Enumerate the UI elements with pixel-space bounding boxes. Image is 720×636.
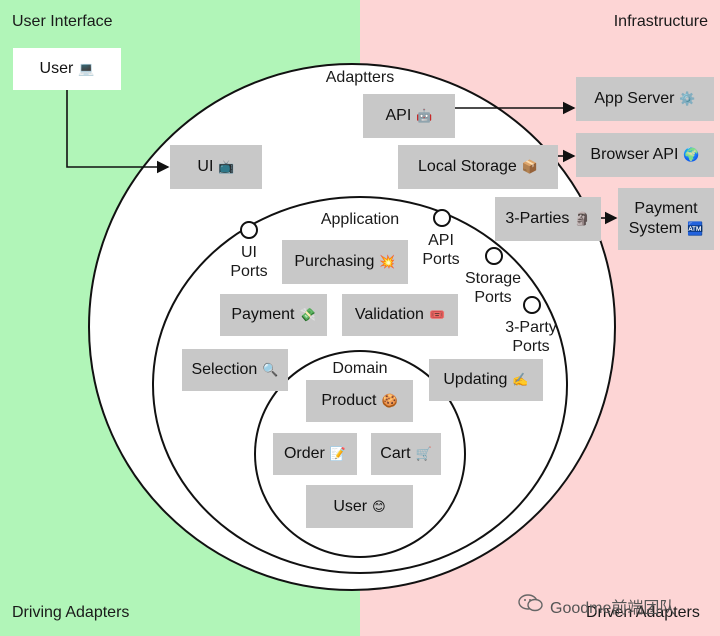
browser-api-label: Browser API [590, 146, 679, 163]
product-label: Product [321, 392, 377, 409]
smiling-face-icon: 😊 [372, 498, 386, 514]
wechat-icon [518, 594, 543, 612]
domain-ring-label: Domain [332, 360, 388, 377]
ui-adapter-label: UI [197, 158, 214, 175]
payment-box: Payment 💸 [220, 294, 327, 336]
api-ports-label: API Ports [422, 232, 460, 268]
local-storage-adapter-box: Local Storage 📦 [398, 145, 558, 189]
payment-system-box: Payment System 🏧 [618, 188, 714, 250]
gear-icon: ⚙️ [679, 91, 696, 106]
updating-box: Updating ✍️ [429, 359, 543, 401]
tv-icon: 📺 [218, 159, 235, 174]
memo-icon: 📝 [329, 446, 347, 461]
atm-icon: 🏧 [687, 221, 704, 236]
user-interface-label: User Interface [12, 13, 113, 30]
ticket-icon: 🎟️ [428, 307, 446, 322]
adapters-ring-label: Adaptters [325, 69, 395, 86]
laptop-icon: 💻 [78, 61, 95, 76]
local-storage-label: Local Storage [418, 158, 517, 175]
third-party-ports-label: 3-Party Ports [505, 319, 557, 355]
watermark-text: Goodme前端团队 [550, 600, 676, 617]
ui-ports-label: UI Ports [230, 244, 268, 280]
api-adapter-label: API [385, 107, 412, 124]
order-label: Order [283, 445, 325, 462]
driving-adapters-label: Driving Adapters [12, 604, 130, 621]
validation-label: Validation [354, 306, 424, 323]
user-box-label: User [39, 60, 74, 77]
writing-hand-icon: ✍️ [512, 372, 529, 387]
purchasing-label: Purchasing [294, 253, 375, 270]
user-box: User 💻 [13, 48, 121, 90]
purchasing-box: Purchasing 💥 [282, 240, 408, 284]
infrastructure-label: Infrastructure [613, 13, 708, 30]
browser-api-box: Browser API 🌍 [576, 133, 714, 177]
collision-icon: 💥 [379, 254, 396, 269]
payment-system-line1: Payment [634, 200, 698, 217]
app-server-box: App Server ⚙️ [576, 77, 714, 121]
product-box: Product 🍪 [306, 380, 413, 422]
cart-label: Cart [380, 445, 411, 462]
cookie-icon: 🍪 [381, 393, 398, 408]
package-icon: 📦 [521, 159, 538, 174]
cart-box: Cart 🛒 [371, 433, 441, 475]
validation-box: Validation 🎟️ [342, 294, 458, 336]
globe-icon: 🌍 [683, 147, 700, 162]
api-port-dot [433, 209, 451, 227]
money-wings-icon: 💸 [299, 307, 316, 322]
payment-label: Payment [231, 306, 295, 323]
robot-icon: 🤖 [416, 108, 433, 123]
api-adapter-box: API 🤖 [363, 94, 455, 138]
app-server-label: App Server [594, 90, 675, 107]
application-ring-label: Application [320, 211, 400, 228]
magnifier-icon: 🔍 [262, 362, 279, 377]
ui-adapter-box: UI 📺 [170, 145, 262, 189]
domain-user-label: User [333, 497, 368, 515]
payment-system-line2: System [628, 220, 683, 237]
storage-ports-label: Storage Ports [464, 270, 522, 306]
selection-label: Selection [191, 361, 258, 378]
selection-box: Selection 🔍 [182, 349, 288, 391]
third-parties-label: 3-Parties [505, 210, 570, 227]
third-party-port-dot [523, 296, 541, 314]
ui-port-dot [240, 221, 258, 239]
user-to-ui-arrow [66, 90, 170, 174]
moai-icon: 🗿 [574, 211, 591, 226]
updating-label: Updating [443, 371, 508, 388]
driven-adapters-label: Driven Adapters [586, 604, 700, 621]
third-parties-adapter-box: 3-Parties 🗿 [495, 197, 601, 241]
cart-icon: 🛒 [415, 446, 432, 461]
domain-user-box: User 😊 [306, 485, 413, 528]
order-box: Order 📝 [273, 433, 357, 475]
storage-port-dot [485, 247, 503, 265]
